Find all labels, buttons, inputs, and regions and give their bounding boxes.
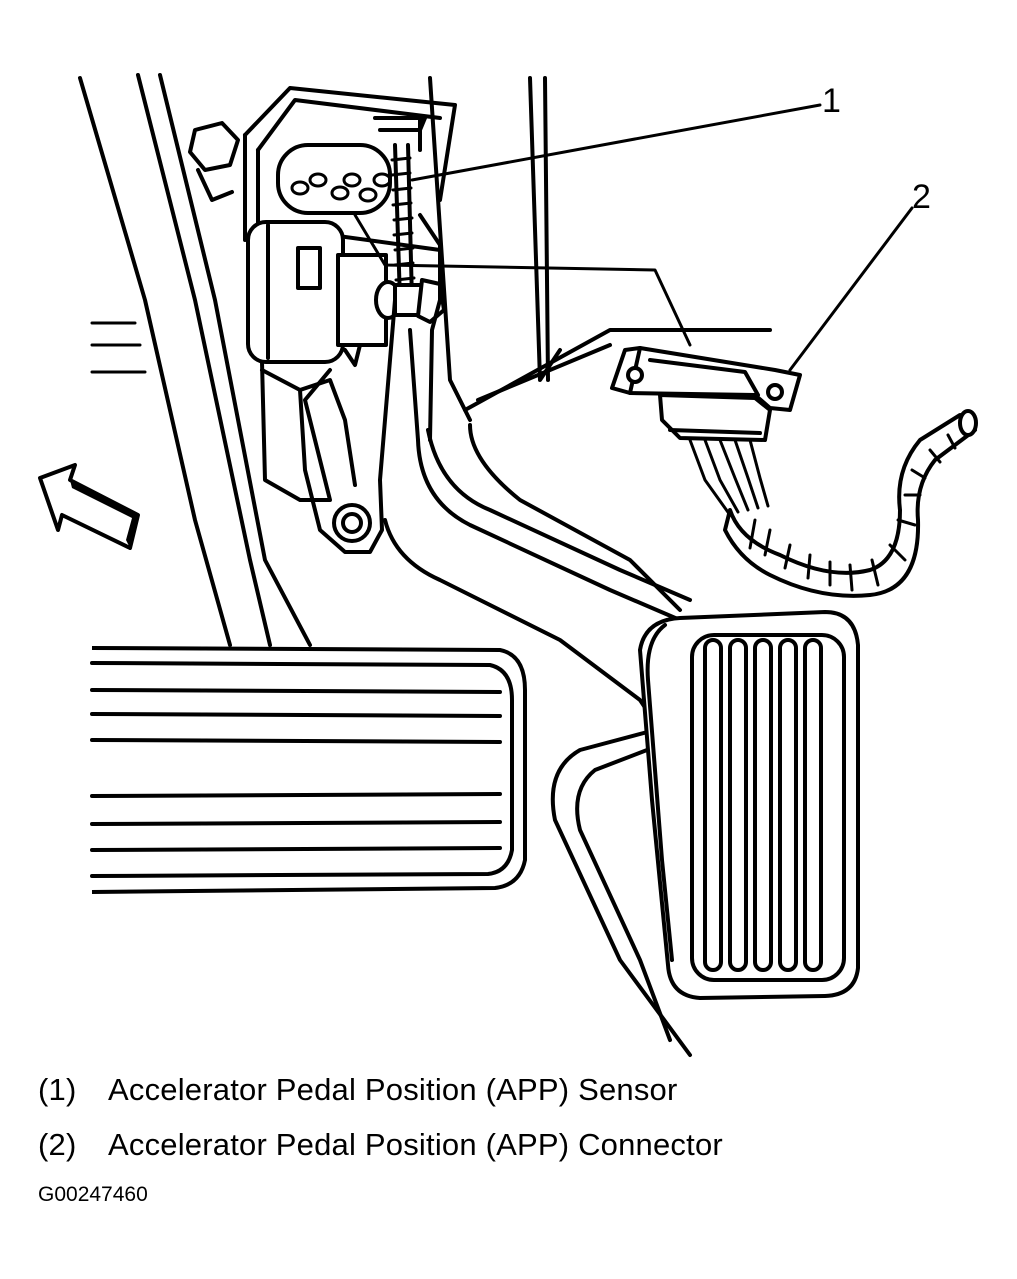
figure-id: G00247460 (38, 1183, 148, 1206)
mounting-bolt (188, 121, 240, 202)
callout-2-label: 2 (912, 178, 931, 216)
pedal-spring (390, 116, 422, 302)
pedal-assembly-diagram: 1 2 (38, 73, 978, 1057)
pedal-arm-bracket (260, 213, 442, 554)
sensor-bracket (243, 86, 457, 252)
accelerator-pedal-arm (383, 428, 692, 732)
accelerator-pedal-pad (638, 610, 860, 1000)
wiring-harness (688, 409, 978, 598)
brake-pedal-pad (90, 646, 527, 894)
floor-lines (90, 321, 147, 374)
legend-item-2-label: Accelerator Pedal Position (APP) Connect… (108, 1127, 723, 1162)
app-connector (610, 346, 802, 442)
callout-leaders (353, 103, 914, 372)
left-pillar (78, 73, 312, 647)
legend-item-1-label: Accelerator Pedal Position (APP) Sensor (108, 1072, 678, 1107)
legend-item-2-number: (2) (38, 1127, 77, 1162)
floor-panel (428, 76, 772, 1057)
legend-item-2: (2) Accelerator Pedal Position (APP) Conn… (38, 1127, 723, 1163)
app-sensor (246, 220, 446, 367)
legend-item-1: (1) Accelerator Pedal Position (APP) Sens… (38, 1072, 678, 1108)
legend-item-1-number: (1) (38, 1072, 77, 1107)
forward-arrow-icon (38, 463, 140, 550)
callout-1-label: 1 (822, 82, 841, 120)
